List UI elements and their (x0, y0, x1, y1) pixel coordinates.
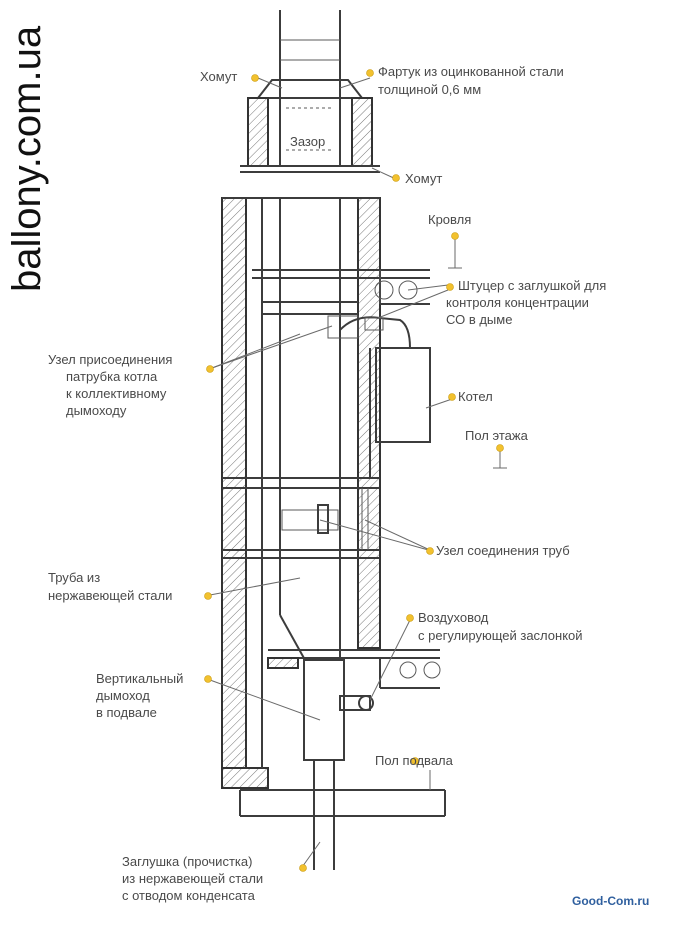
label-fartuk-line1: Фартук из оцинкованной стали (378, 64, 564, 79)
label-vert-line1: Вертикальный (96, 671, 183, 686)
chimney-walls (221, 197, 381, 789)
upper-joints (262, 301, 411, 349)
floor-slab (222, 477, 380, 559)
label-shtutser-line2: контроля концентрации (446, 295, 589, 310)
label-truba-line1: Труба из (48, 570, 100, 585)
label-vert-line3: в подвале (96, 705, 157, 720)
label-uzel-line2: патрубка котла (66, 369, 158, 384)
label-pol-etazha: Пол этажа (465, 428, 529, 443)
label-khomut-top: Хомут (200, 69, 237, 84)
label-krovlya: Кровля (428, 212, 471, 227)
label-uzel-line4: дымоходу (66, 403, 127, 418)
label-zaglushka-line1: Заглушка (прочистка) (122, 854, 252, 869)
label-zazor: Зазор (290, 134, 325, 149)
label-pol-podvala: Пол подвала (375, 753, 454, 768)
label-vert-line2: дымоход (96, 688, 150, 703)
label-uzel-line3: к коллективному (66, 386, 167, 401)
label-kotel: Котел (458, 389, 493, 404)
label-fartuk-line2: толщиной 0,6 мм (378, 82, 481, 97)
label-khomut-bottom: Хомут (405, 171, 442, 186)
boiler (369, 347, 431, 478)
chimney-cap: Зазор (240, 10, 380, 173)
leader-lines (209, 77, 456, 871)
label-shtutser-line3: СО в дыме (446, 312, 512, 327)
source-credit: Good-Com.ru (572, 894, 649, 908)
roof-slab (252, 269, 430, 305)
label-vozdukhovod-line2: с регулирующей заслонкой (418, 628, 583, 643)
label-uzel-trub: Узел соединения труб (436, 543, 570, 558)
label-zaglushka-line2: из нержавеющей стали (122, 871, 263, 886)
label-vozdukhovod-line1: Воздуховод (418, 610, 489, 625)
basement (239, 649, 446, 870)
label-truba-line2: нержавеющей стали (48, 588, 172, 603)
watermark: ballony.com.ua (5, 25, 49, 292)
label-shtutser-line1: Штуцер с заглушкой для (458, 278, 606, 293)
label-uzel-line1: Узел присоединения (48, 352, 172, 367)
label-zaglushka-line3: с отводом конденсата (122, 888, 256, 903)
labels: Хомут Фартук из оцинкованной стали толщи… (48, 64, 606, 903)
callout-dots (204, 69, 504, 872)
